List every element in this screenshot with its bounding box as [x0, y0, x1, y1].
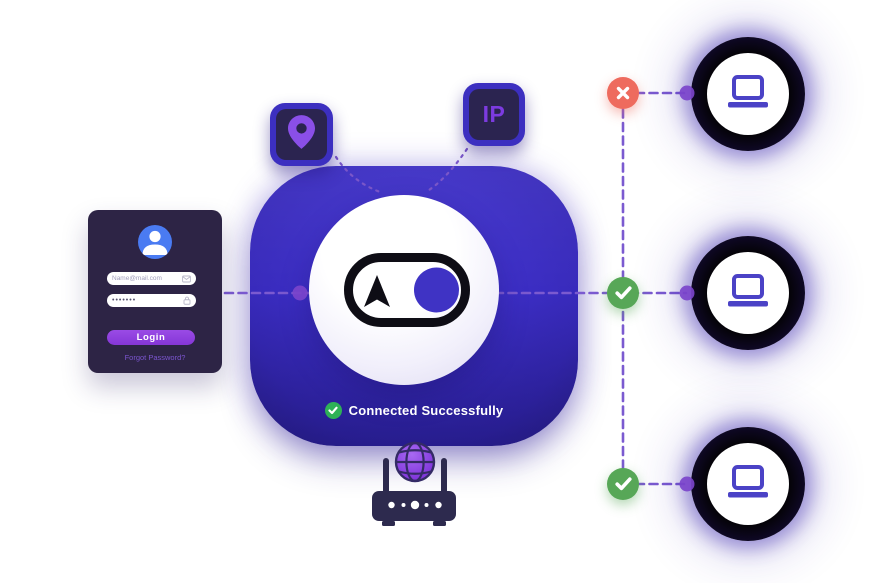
globe-icon [394, 441, 436, 483]
device-node-top [691, 37, 805, 151]
email-input[interactable] [112, 275, 179, 282]
check-icon [607, 468, 639, 500]
check-icon [324, 402, 342, 419]
location-pin-icon [288, 115, 315, 154]
password-field[interactable] [107, 294, 196, 307]
vpn-toggle-icon[interactable] [344, 253, 470, 327]
router-led-lights [388, 500, 442, 510]
location-badge [270, 103, 333, 166]
connection-status: Connected Successfully [250, 402, 578, 419]
login-card: Login Forgot Password? [88, 210, 222, 373]
laptop-icon [727, 274, 769, 312]
device-node-middle [691, 236, 805, 350]
user-avatar-icon [138, 225, 172, 259]
status-text: Connected Successfully [348, 403, 504, 418]
ip-badge: IP [463, 83, 525, 146]
email-field[interactable] [107, 272, 196, 285]
padlock-icon [183, 292, 191, 310]
login-button[interactable]: Login [107, 330, 195, 345]
ip-badge-label: IP [482, 101, 506, 127]
envelope-icon [182, 270, 191, 288]
antenna-icons [383, 458, 447, 496]
laptop-icon [727, 465, 769, 503]
laptop-icon [727, 75, 769, 113]
forgot-password-link[interactable]: Forgot Password? [124, 353, 186, 362]
toggle-knob [414, 267, 459, 313]
device-node-bottom [691, 427, 805, 541]
password-input[interactable] [112, 297, 180, 304]
router-icon [365, 438, 465, 535]
cross-icon [607, 77, 639, 109]
check-icon [607, 277, 639, 309]
navigation-arrow-icon [364, 275, 390, 312]
